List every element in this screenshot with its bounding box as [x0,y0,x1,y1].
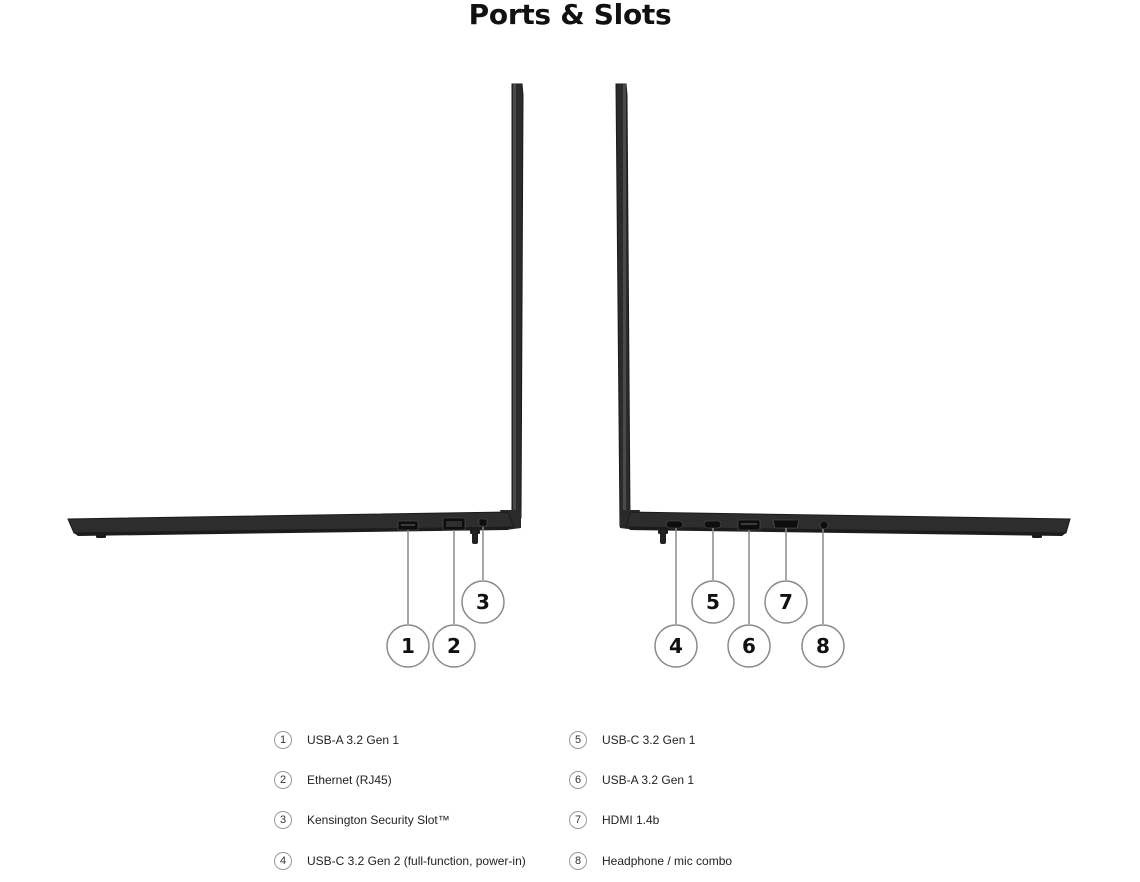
callout-5 [691,580,735,624]
callout-number: 3 [476,590,490,614]
legend-item: 5 USB-C 3.2 Gen 1 [569,729,695,751]
legend-item: 2 Ethernet (RJ45) [274,769,392,791]
security-slot-icon [478,518,488,527]
legend-number-badge: 5 [569,731,587,749]
callout-number: 1 [401,634,415,658]
callout-2 [432,624,476,668]
legend-item: 7 HDMI 1.4b [569,809,659,831]
legend-item: 6 USB-A 3.2 Gen 1 [569,769,694,791]
legend-number-badge: 4 [274,852,292,870]
legend-item: 3 Kensington Security Slot™ [274,809,450,831]
audio-jack-icon [819,520,829,530]
callout-number: 7 [779,590,793,614]
right-side-laptop [615,83,1071,544]
legend-number-badge: 2 [274,771,292,789]
callout-7 [764,580,808,624]
callout-8 [801,624,845,668]
legend-label: HDMI 1.4b [602,813,660,827]
legend-label: USB-A 3.2 Gen 1 [602,773,695,787]
callout-lines [407,527,824,624]
legend-number-badge: 1 [274,731,292,749]
legend-number-badge: 7 [569,811,587,829]
callout-number: 5 [706,590,720,614]
callout-3 [461,580,505,624]
legend-label: Ethernet (RJ45) [307,773,392,787]
legend-label: Headphone / mic combo [602,854,733,868]
hdmi-port-icon [772,519,800,529]
legend-label: Kensington Security Slot™ [307,813,450,827]
callout-1 [386,624,430,668]
left-side-laptop [67,83,524,544]
callout-number: 2 [447,634,461,658]
legend-item: 1 USB-A 3.2 Gen 1 [274,729,399,751]
callout-number: 4 [669,634,683,658]
legend-item: 8 Headphone / mic combo [569,850,732,872]
callout-4 [654,624,698,668]
callout-number: 8 [816,634,830,658]
legend-item: 4 USB-C 3.2 Gen 2 (full-function, power-… [274,850,526,872]
legend-number-badge: 6 [569,771,587,789]
callout-6 [727,624,771,668]
legend-number-badge: 8 [569,852,587,870]
legend-label: USB-C 3.2 Gen 1 [602,733,696,747]
usb-c-port-icon [665,520,684,529]
usb-c-port-icon [703,520,722,529]
legend-number-badge: 3 [274,811,292,829]
legend-label: USB-C 3.2 Gen 2 (full-function, power-in… [307,854,526,868]
page-title: Ports & Slots [468,0,672,31]
legend-label: USB-A 3.2 Gen 1 [307,733,400,747]
callout-number: 6 [742,634,756,658]
